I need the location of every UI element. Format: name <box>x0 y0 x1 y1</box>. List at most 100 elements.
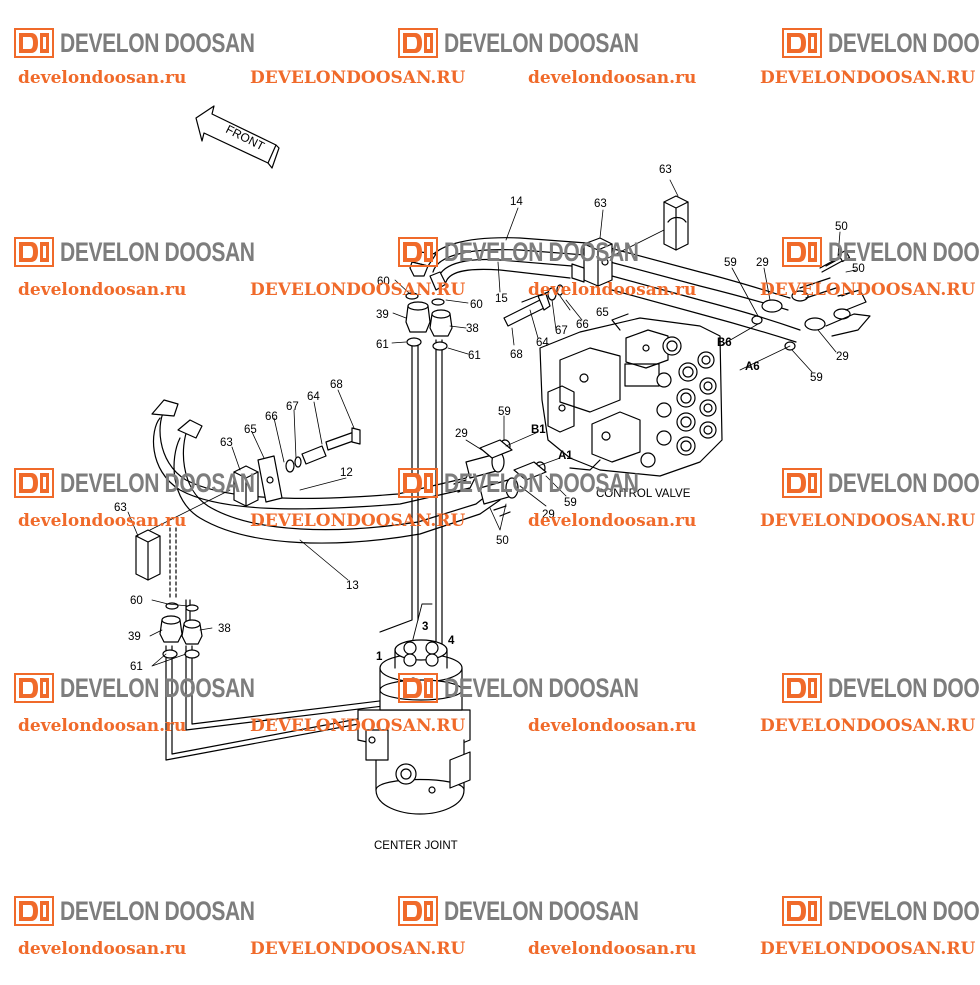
develon-logo-icon <box>14 468 54 498</box>
label-60b: 60 <box>470 299 483 311</box>
watermark-url: DEVELONDOOSAN.RU <box>250 716 466 736</box>
label-63d: 63 <box>114 502 127 514</box>
develon-logo-icon <box>398 468 438 498</box>
watermark-brand: DEVELON DOOSAN <box>782 671 980 705</box>
label-50b: 50 <box>852 263 865 275</box>
fittings-upper <box>405 292 453 351</box>
develon-logo-icon <box>398 673 438 703</box>
watermark-url: develondoosan.ru <box>18 68 187 88</box>
label-65a: 65 <box>596 307 609 319</box>
label-68b: 68 <box>330 379 343 391</box>
label-61c: 61 <box>130 661 143 673</box>
label-59d: 59 <box>564 497 577 509</box>
watermark-brand: DEVELON DOOSAN <box>398 235 694 269</box>
label-60c: 60 <box>130 595 143 607</box>
watermark-brand-name: DEVELON DOOSAN <box>828 672 980 703</box>
watermark-url: DEVELONDOOSAN.RU <box>760 716 976 736</box>
label-63a: 63 <box>594 198 607 210</box>
watermark-url: develondoosan.ru <box>528 939 697 959</box>
label-29c: 29 <box>455 428 468 440</box>
watermark-url: DEVELONDOOSAN.RU <box>250 280 466 300</box>
label-60a: 60 <box>377 276 390 288</box>
label-a6: A6 <box>745 361 760 373</box>
flange-b6-a6 <box>751 255 871 351</box>
label-port-4: 4 <box>448 635 455 647</box>
label-39a: 39 <box>376 309 389 321</box>
watermark-brand-name: DEVELON DOOSAN <box>60 236 255 267</box>
watermark-url: develondoosan.ru <box>528 511 697 531</box>
watermark-brand: DEVELON DOOSAN <box>14 466 310 500</box>
label-29d: 29 <box>542 509 555 521</box>
label-63c: 63 <box>220 437 233 449</box>
label-50c: 50 <box>496 535 509 547</box>
bolt-50-top <box>819 249 851 273</box>
watermark-url: develondoosan.ru <box>18 939 187 959</box>
watermark-brand-name: DEVELON DOOSAN <box>444 27 639 58</box>
label-61b: 61 <box>468 350 481 362</box>
watermark-brand-name: DEVELON DOOSAN <box>828 236 980 267</box>
watermark-url: DEVELONDOOSAN.RU <box>760 939 976 959</box>
develon-logo-icon <box>14 237 54 267</box>
watermark-brand: DEVELON DOOSAN <box>14 26 310 60</box>
watermark-brand-name: DEVELON DOOSAN <box>828 27 980 58</box>
label-59b: 59 <box>810 372 823 384</box>
label-66a: 66 <box>576 319 589 331</box>
watermark-brand-name: DEVELON DOOSAN <box>60 467 255 498</box>
watermark-url: DEVELONDOOSAN.RU <box>250 511 466 531</box>
hose-13 <box>173 419 501 544</box>
label-67a: 67 <box>555 325 568 337</box>
watermark-brand: DEVELON DOOSAN <box>782 894 980 928</box>
develon-logo-icon <box>782 28 822 58</box>
label-12: 12 <box>340 467 353 479</box>
watermark-brand-name: DEVELON DOOSAN <box>60 27 255 58</box>
watermark-brand: DEVELON DOOSAN <box>14 235 310 269</box>
develon-logo-icon <box>14 673 54 703</box>
clamp-63-exploded <box>607 195 689 259</box>
watermark-url: DEVELONDOOSAN.RU <box>760 68 976 88</box>
watermark-url: develondoosan.ru <box>18 716 187 736</box>
leader-lines <box>127 179 857 667</box>
watermark-brand: DEVELON DOOSAN <box>782 235 980 269</box>
watermark-brand-name: DEVELON DOOSAN <box>444 236 639 267</box>
label-14: 14 <box>510 196 523 208</box>
watermark-url: develondoosan.ru <box>528 68 697 88</box>
watermark-brand-name: DEVELON DOOSAN <box>828 467 980 498</box>
label-control-valve: CONTROL VALVE <box>596 488 691 500</box>
label-59a: 59 <box>724 257 737 269</box>
watermark-brand: DEVELON DOOSAN <box>14 671 310 705</box>
label-39b: 39 <box>128 631 141 643</box>
watermark-url: DEVELONDOOSAN.RU <box>250 68 466 88</box>
watermark-brand: DEVELON DOOSAN <box>782 26 980 60</box>
label-29a: 29 <box>756 257 769 269</box>
watermark-brand: DEVELON DOOSAN <box>398 671 694 705</box>
label-61a: 61 <box>376 339 389 351</box>
watermark-url: develondoosan.ru <box>18 280 187 300</box>
watermark-url: develondoosan.ru <box>18 511 187 531</box>
label-38b: 38 <box>218 623 231 635</box>
hose-12 <box>151 399 481 510</box>
develon-logo-icon <box>398 896 438 926</box>
develon-logo-icon <box>782 237 822 267</box>
label-68a: 68 <box>510 349 523 361</box>
label-b6: B6 <box>717 337 732 349</box>
label-64a: 64 <box>536 337 549 349</box>
develon-logo-icon <box>782 896 822 926</box>
label-29b: 29 <box>836 351 849 363</box>
front-arrow <box>195 105 280 169</box>
label-38a: 38 <box>466 323 479 335</box>
watermark-url: DEVELONDOOSAN.RU <box>760 511 976 531</box>
label-a1: A1 <box>558 450 573 462</box>
label-15: 15 <box>495 293 508 305</box>
watermark-url: develondoosan.ru <box>528 716 697 736</box>
part-labels: FRONT 14 63 63 50 50 59 29 60 60 15 39 3… <box>114 122 865 852</box>
label-port-1: 1 <box>376 651 383 663</box>
control-valve <box>539 313 723 477</box>
bolt-set-upper <box>503 284 564 327</box>
watermark-brand: DEVELON DOOSAN <box>782 466 980 500</box>
watermark-brand-name: DEVELON DOOSAN <box>60 895 255 926</box>
hose-15 <box>429 258 801 343</box>
clamp-63-mid <box>233 427 361 507</box>
watermark-brand: DEVELON DOOSAN <box>398 894 694 928</box>
label-65b: 65 <box>244 424 257 436</box>
